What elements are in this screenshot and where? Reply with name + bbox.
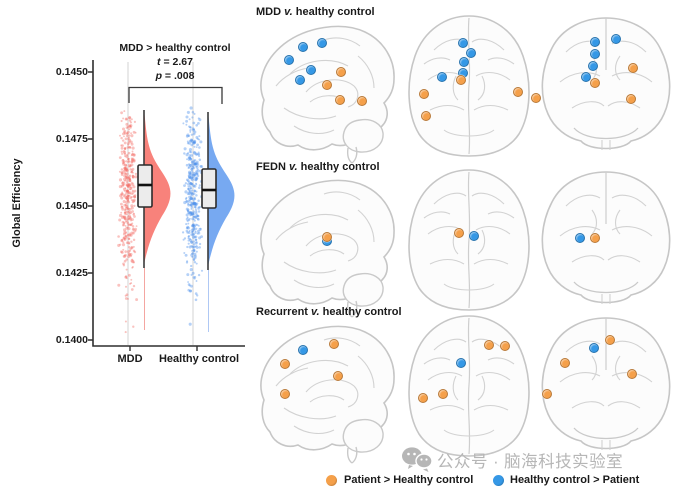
brain-node-control	[458, 38, 468, 48]
brain-node-control	[298, 345, 308, 355]
brain-node-patient	[500, 341, 510, 351]
row2-title: FEDN v. healthy control	[256, 161, 380, 173]
plot-gridlines	[127, 62, 194, 345]
brain-node-patient	[454, 228, 464, 238]
brain-node-patient	[335, 95, 345, 105]
x-label-mdd: MDD	[117, 353, 143, 365]
brain-node-patient	[590, 78, 600, 88]
y-tick-0: 0.1450	[55, 66, 88, 78]
row3-title: Recurrent v. healthy control	[256, 306, 402, 318]
brain-node-patient	[628, 63, 638, 73]
scatter-healthy	[181, 106, 204, 326]
violin-mdd	[144, 110, 171, 268]
y-tick-1: 0.1475	[55, 133, 88, 145]
brain-node-control	[295, 75, 305, 85]
comparison-label: MDD > healthy control	[119, 42, 231, 54]
brain-node-patient	[590, 233, 600, 243]
brain-node-control	[581, 72, 591, 82]
brain-node-patient	[322, 80, 332, 90]
brain-node-control	[466, 48, 476, 58]
brain-node-control	[298, 42, 308, 52]
y-tick-marks	[88, 71, 93, 341]
y-axis-label: Global Efficiency	[11, 158, 23, 248]
watermark-text: 公众号 · 脑海科技实验室	[437, 452, 624, 471]
watermark: 公众号 · 脑海科技实验室	[401, 446, 623, 473]
brain-node-control	[611, 34, 621, 44]
brain-node-patient	[484, 340, 494, 350]
legend-label-patient: Patient > Healthy control	[344, 474, 474, 486]
brain-node-patient	[542, 389, 552, 399]
brain-node-patient	[626, 94, 636, 104]
brain-node-control	[469, 231, 479, 241]
brain-node-control	[588, 61, 598, 71]
brain-node-patient	[333, 371, 343, 381]
brain-node-control	[590, 37, 600, 47]
y-tick-2: 0.1450	[55, 200, 88, 212]
violin-healthy	[208, 112, 235, 270]
brain-node-control	[459, 57, 469, 67]
brain-node-patient	[329, 339, 339, 349]
scatter-mdd	[117, 110, 140, 334]
x-tick-marks	[129, 346, 198, 351]
legend-label-control: Healthy control > Patient	[510, 474, 640, 486]
brain-node-control	[437, 72, 447, 82]
brain-node-control	[456, 358, 466, 368]
brain-node-patient	[418, 393, 428, 403]
brain-node-patient	[513, 87, 523, 97]
brain-node-patient	[438, 389, 448, 399]
brain-node-patient	[421, 111, 431, 121]
t-statistic: t = 2.67	[157, 56, 193, 68]
plot-axes	[92, 60, 245, 347]
raincloud-plot	[88, 60, 245, 351]
brain-node-patient	[336, 67, 346, 77]
brain-node-patient	[560, 358, 570, 368]
brain-node-patient	[322, 232, 332, 242]
x-label-healthy: Healthy control	[158, 353, 240, 365]
brain-node-control	[589, 343, 599, 353]
legend-dot-control	[493, 475, 504, 486]
row1-title: MDD v. healthy control	[256, 6, 375, 18]
significance-bracket	[128, 86, 223, 104]
brain-node-patient	[280, 359, 290, 369]
brain-node-patient	[605, 335, 615, 345]
brain-node-control	[575, 233, 585, 243]
brain-node-control	[590, 49, 600, 59]
brain-node-patient	[357, 96, 367, 106]
brain-node-control	[284, 55, 294, 65]
stats-annotation: MDD > healthy control t = 2.67 p = .008	[100, 41, 250, 83]
box-healthy	[201, 168, 217, 209]
brain-node-patient	[419, 89, 429, 99]
y-tick-4: 0.1400	[55, 334, 88, 346]
brain-node-patient	[531, 93, 541, 103]
brain-node-control	[317, 38, 327, 48]
legend-dot-patient	[326, 475, 337, 486]
brain-node-patient	[627, 369, 637, 379]
p-value: p = .008	[155, 70, 195, 82]
y-tick-3: 0.1425	[55, 267, 88, 279]
brain-node-patient	[456, 75, 466, 85]
brain-node-control	[306, 65, 316, 75]
wechat-icon	[402, 447, 433, 472]
brain-node-patient	[280, 389, 290, 399]
